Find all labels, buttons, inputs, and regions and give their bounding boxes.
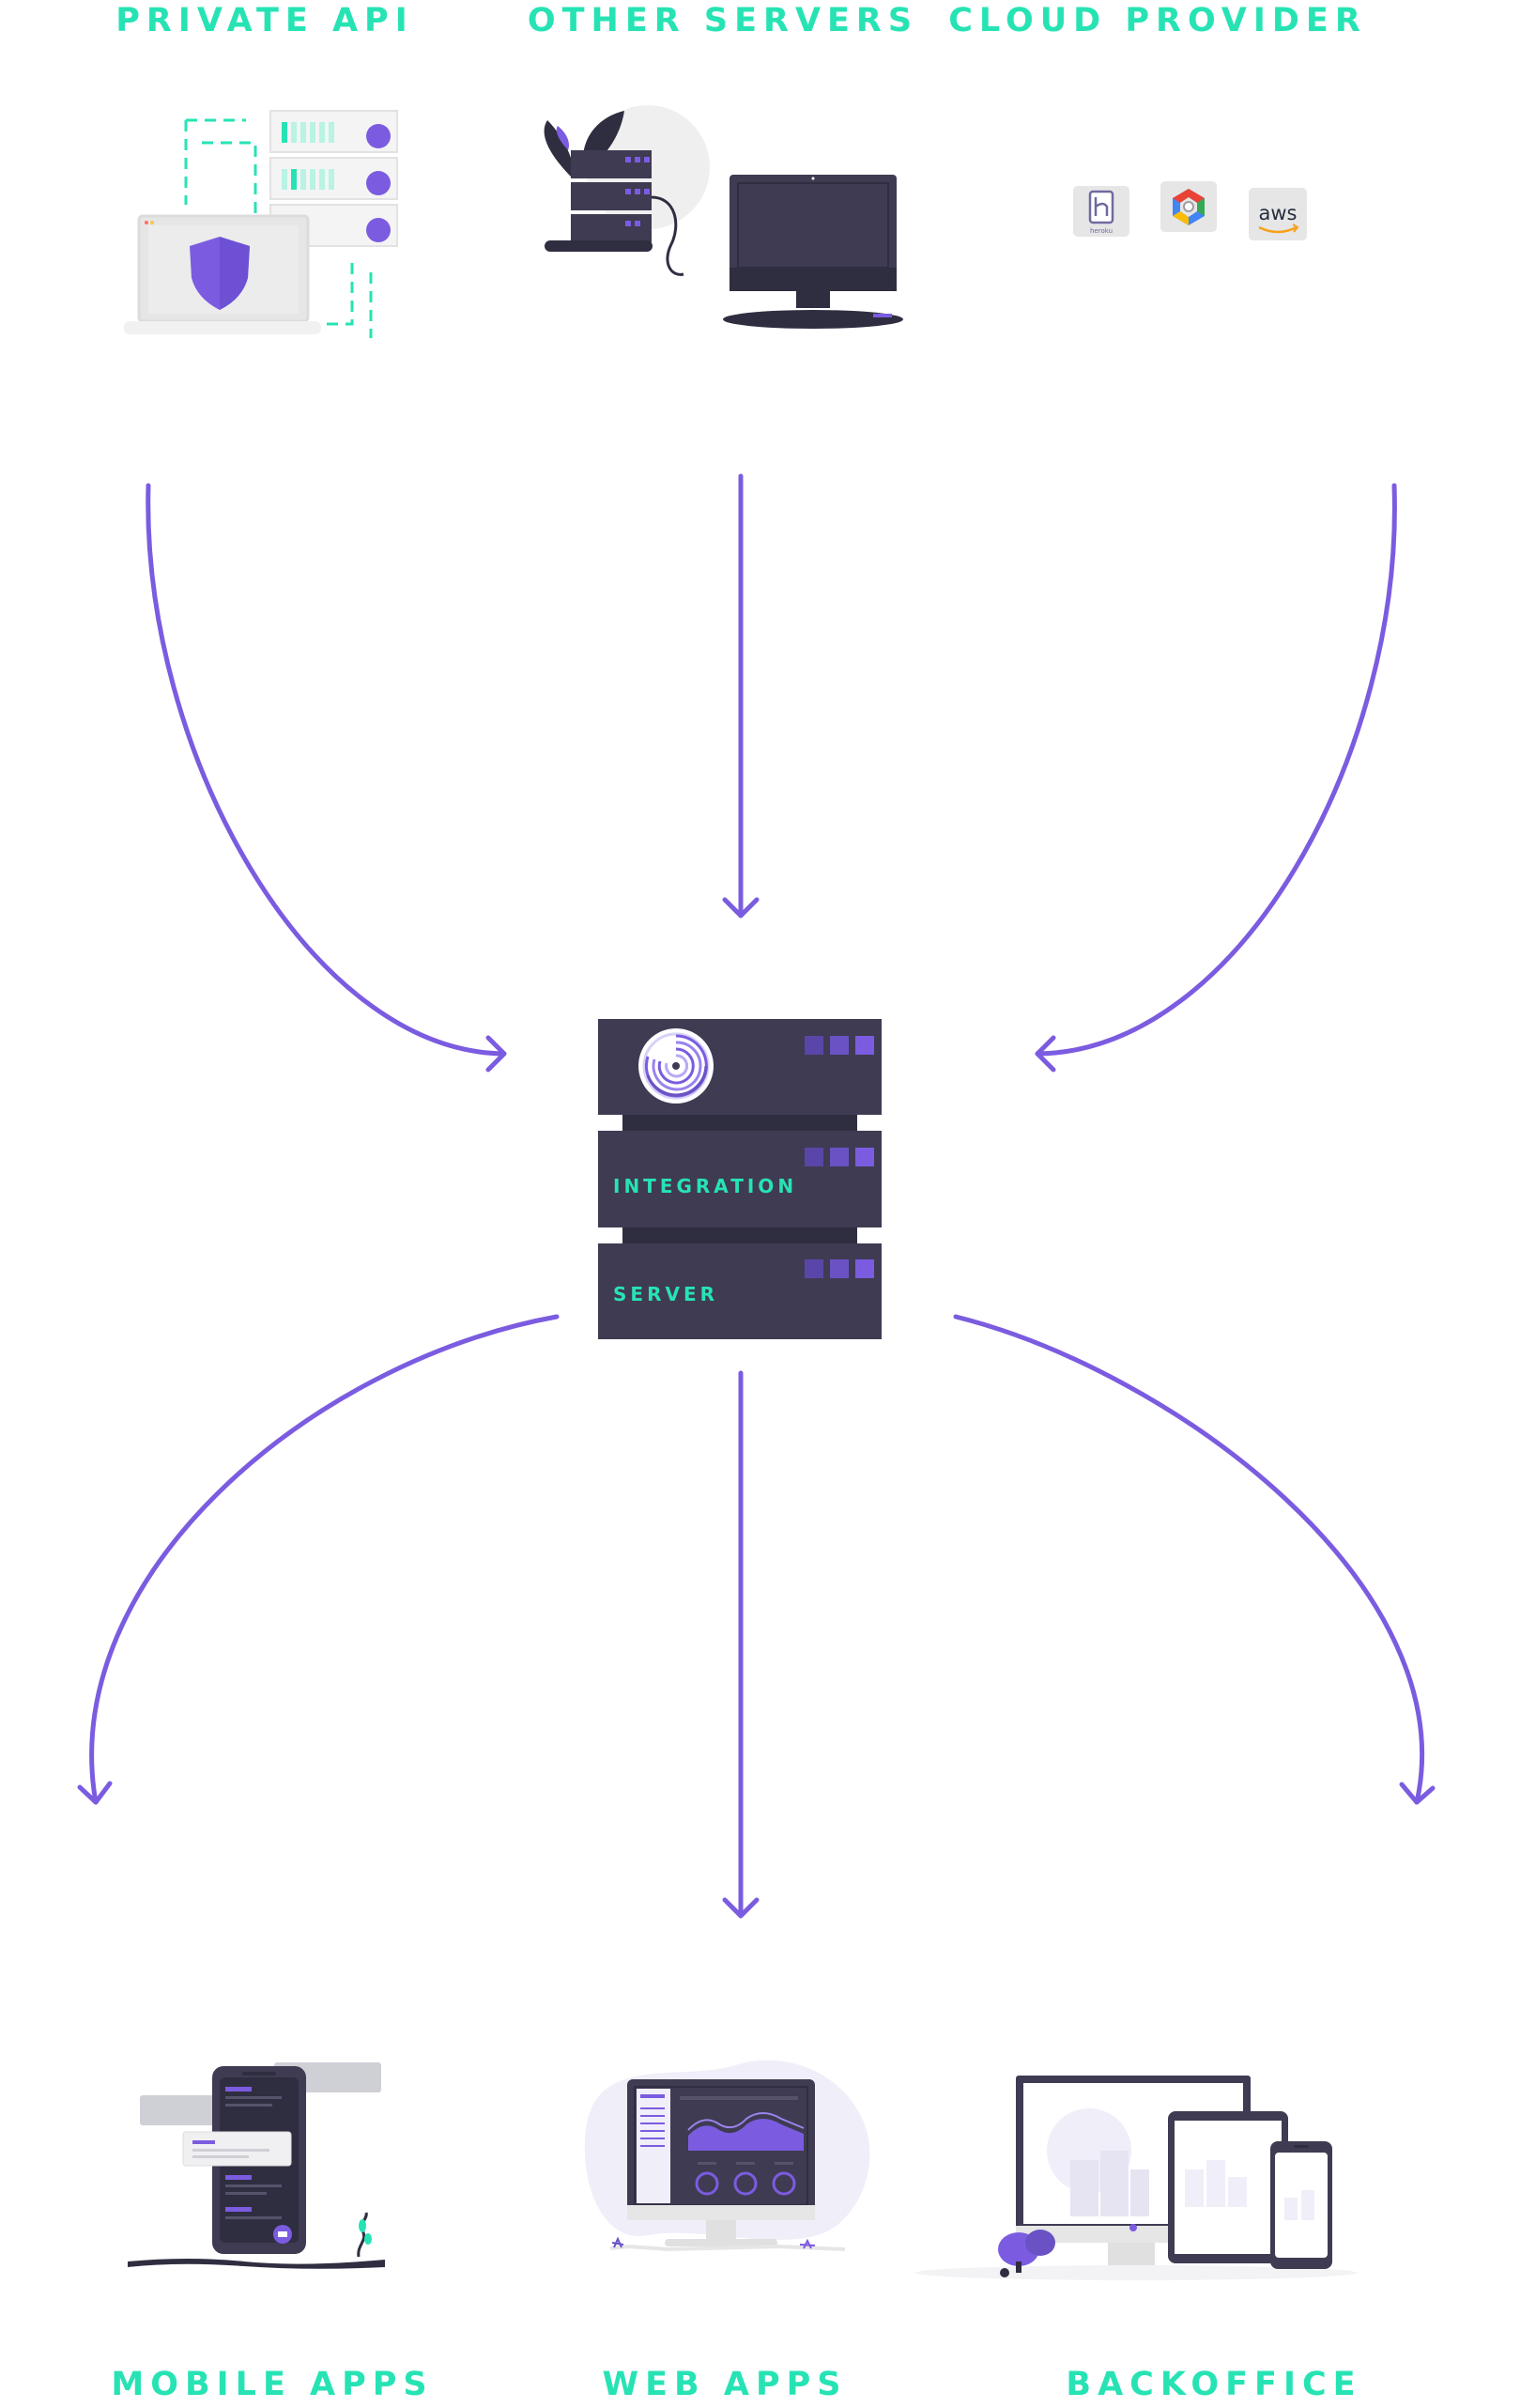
hub-label-integration: INTEGRATION bbox=[613, 1175, 797, 1197]
aws-logo-text: aws bbox=[1259, 202, 1298, 224]
mobile-apps-illustration bbox=[128, 2062, 385, 2269]
label-backoffice: BACKOFFICE bbox=[1066, 2366, 1362, 2403]
arrow-private-api-to-hub bbox=[146, 483, 507, 1073]
other-servers-illustration bbox=[544, 105, 903, 329]
heroku-icon: heroku bbox=[1073, 186, 1129, 237]
label-mobile-apps: MOBILE APPS bbox=[111, 2366, 434, 2403]
status-lights bbox=[805, 1036, 874, 1278]
heroku-logo-text: heroku bbox=[1090, 227, 1113, 235]
label-cloud-provider: CLOUD PROVIDER bbox=[948, 2, 1367, 39]
chair-icon bbox=[998, 2230, 1055, 2277]
label-web-apps: WEB APPS bbox=[602, 2366, 848, 2403]
backoffice-illustration bbox=[915, 2076, 1357, 2280]
area-chart-widget bbox=[688, 2119, 804, 2151]
arrow-hub-to-mobile-apps bbox=[77, 1314, 560, 1805]
arrow-hub-to-web-apps bbox=[722, 1370, 760, 1919]
arrow-other-servers-to-hub bbox=[722, 473, 760, 918]
google-cloud-icon bbox=[1160, 181, 1217, 232]
spiral-logo-icon bbox=[638, 1028, 714, 1104]
server-unit-middle bbox=[598, 1131, 882, 1227]
arrow-cloud-provider-to-hub bbox=[1035, 483, 1397, 1073]
label-other-servers: OTHER SERVERS bbox=[527, 2, 919, 39]
cloud-provider-logos: heroku aws bbox=[1073, 181, 1307, 240]
server-stack-icon bbox=[545, 150, 684, 276]
desktop-monitor-icon bbox=[723, 175, 903, 329]
integration-server-hub: INTEGRATION SERVER bbox=[598, 1019, 882, 1339]
chat-bubble bbox=[140, 2095, 223, 2125]
dashed-connector bbox=[184, 118, 373, 338]
aws-icon: aws bbox=[1249, 188, 1307, 240]
label-private-api: PRIVATE API bbox=[115, 2, 414, 39]
web-apps-illustration bbox=[584, 2060, 870, 2252]
private-api-illustration bbox=[124, 110, 398, 338]
hub-label-server: SERVER bbox=[613, 1283, 718, 1305]
arrow-hub-to-backoffice bbox=[953, 1314, 1436, 1805]
shield-icon bbox=[190, 237, 250, 310]
